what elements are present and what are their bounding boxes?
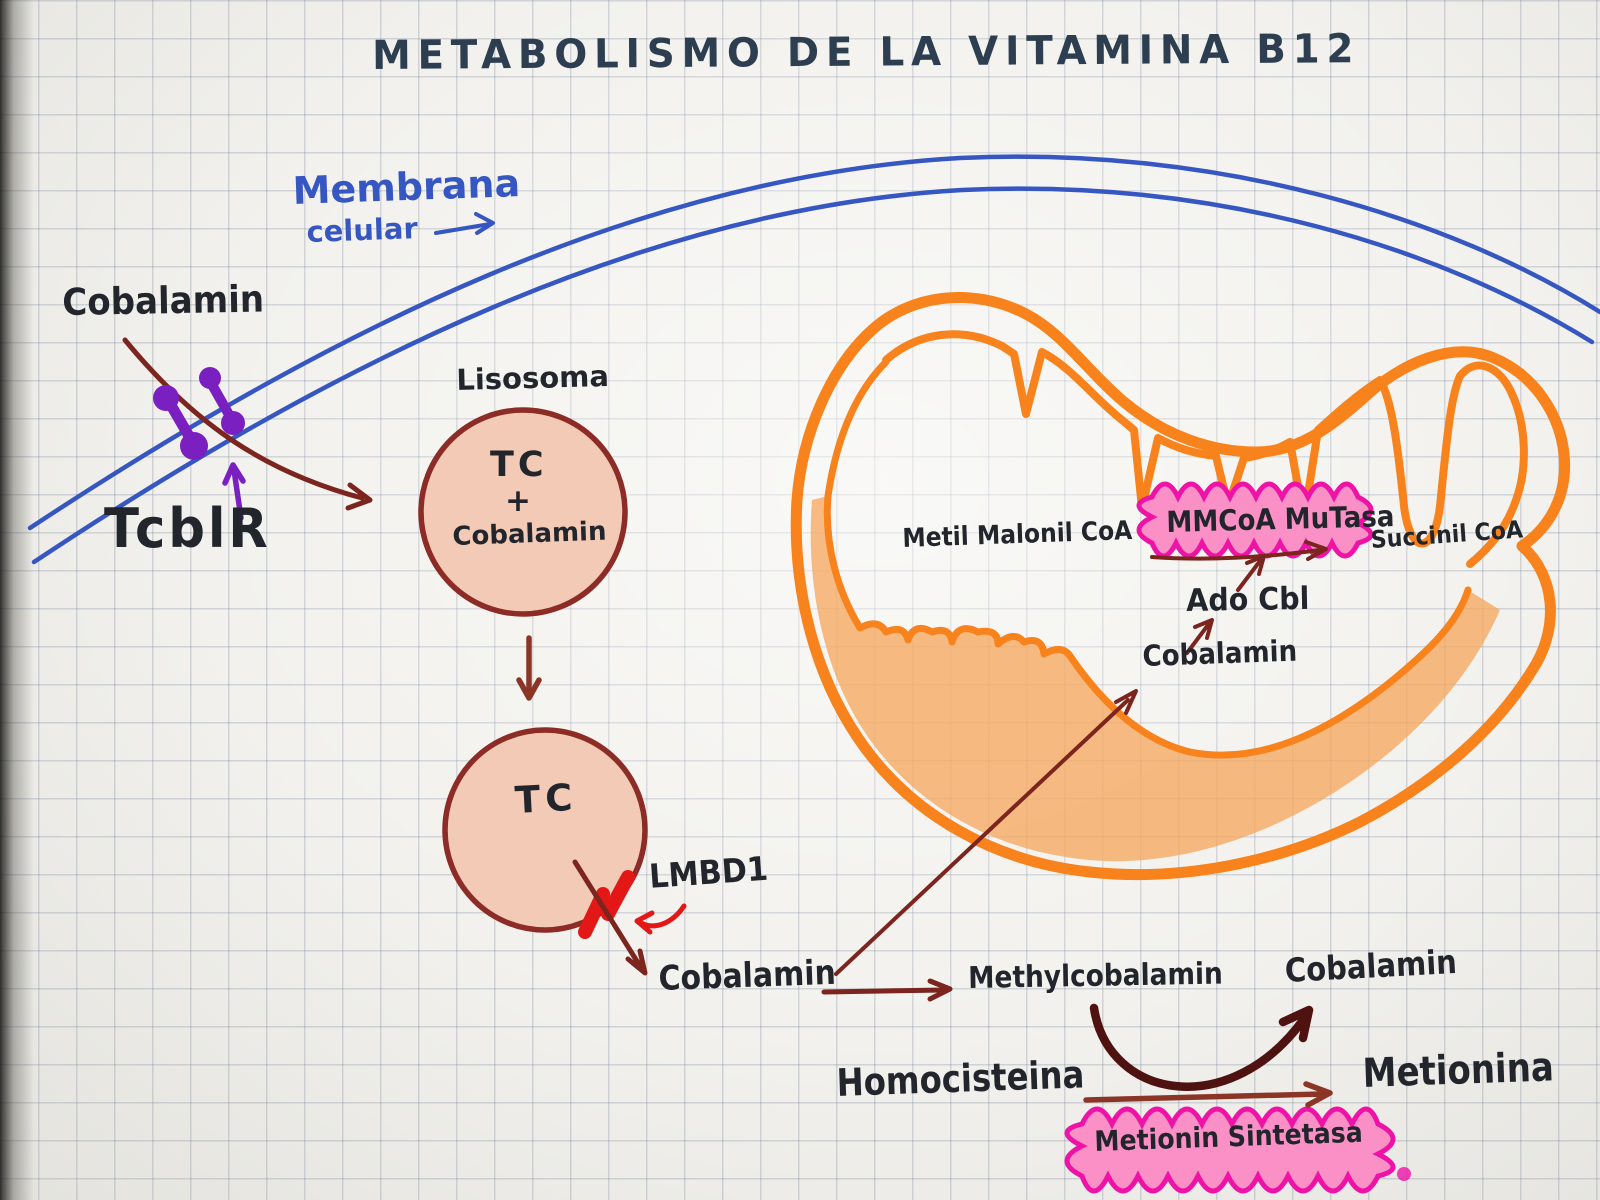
homocysteine-to-methionine-arrow: [1083, 1081, 1333, 1108]
cobalamin-regenerated-label: Cobalamin: [1283, 941, 1458, 990]
adocbl-label: Ado Cbl: [1185, 580, 1310, 619]
lysosome-cobalamin-label: Cobalamin: [451, 516, 607, 552]
mmcoa-mutase-label: MMCoA MuTasa: [1165, 499, 1395, 539]
channel-exit-arrow: [572, 859, 648, 976]
lmbd1-label-arrow: [634, 903, 687, 935]
lysosome-label: Lisosoma: [455, 359, 610, 397]
diagram-title: METABOLISMO DE LA VITAMINA B12: [371, 26, 1361, 79]
mitochondrion: [790, 292, 1571, 881]
endosome-circle: [442, 727, 648, 933]
tcblr-label: TcblR: [104, 497, 271, 560]
cobalamin-to-methylcobalamin-arrow: [821, 978, 953, 1002]
cobalamin-entry-arrow: [122, 337, 373, 511]
mutase-reaction-arrow: [1150, 540, 1328, 561]
mmcoa-mutase-highlight: [1136, 481, 1374, 559]
adocbl-to-reaction-arrow: [1236, 554, 1266, 592]
membrane-label-line2: celular: [305, 211, 419, 249]
lysosome-tc-label: TC: [490, 445, 548, 485]
mitochondrion-outer-membrane: [790, 292, 1571, 881]
cobalamin-extracellular-label: Cobalamin: [61, 277, 265, 324]
methylmalonyl-coa-label: Metil Malonil CoA: [901, 515, 1133, 554]
pink-marker-dot: [1397, 1167, 1411, 1181]
methionine-synthase-highlight: [1064, 1106, 1396, 1194]
cobalamin-to-adocbl-arrow: [1185, 618, 1214, 655]
tcblr-label-arrow: [222, 462, 246, 521]
cobalamin-to-mitochondrion-arrow: [834, 689, 1138, 976]
methylcobalamin-label: Methylcobalamin: [967, 956, 1224, 996]
tcblr-receptor-icon: [153, 367, 245, 460]
membrane-label-arrow: [434, 212, 495, 235]
lysosome-plus-label: +: [505, 483, 531, 519]
membrane-label-line1: Membrana: [291, 161, 521, 213]
methylcobalamin-regeneration-arrow: [1089, 1003, 1314, 1091]
lmbd1-label: LMBD1: [647, 848, 770, 896]
lysosome-to-endosome-arrow: [516, 635, 542, 701]
cobalamin-cytosol-label: Cobalamin: [657, 952, 837, 999]
cell-membrane: [27, 154, 1600, 565]
cobalamin-mitochondria-label: Cobalamin: [1141, 633, 1298, 673]
mitochondrion-crescent-shading: [810, 496, 1500, 862]
lysosome-circle: [418, 407, 628, 617]
methionine-label: Metionina: [1361, 1044, 1555, 1097]
mitochondrion-inner-membrane-bottom: [823, 358, 1472, 759]
homocysteine-label: Homocisteina: [835, 1052, 1086, 1105]
mitochondrion-inner-membrane-top: [882, 330, 1528, 568]
endosome-tc-label: TC: [513, 775, 579, 822]
